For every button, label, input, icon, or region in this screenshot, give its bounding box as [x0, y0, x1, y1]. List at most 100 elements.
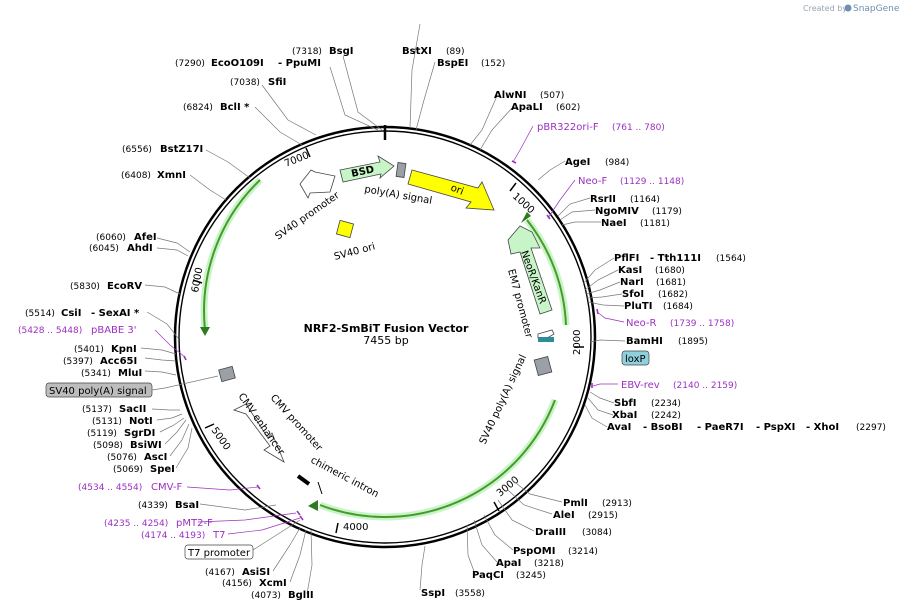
- primer-pbabe-3-range: (5428 .. 5448): [18, 326, 82, 336]
- primer-t7[interactable]: T7: [212, 530, 225, 541]
- site-bstxi[interactable]: BstXI: [402, 46, 432, 57]
- polya-feature[interactable]: [395, 162, 407, 178]
- credit-prefix: Created by: [803, 4, 847, 13]
- primer-neo-f-range: (1129 .. 1148): [620, 177, 684, 187]
- site-pspxi[interactable]: - PspXI: [756, 422, 795, 433]
- site-asisi[interactable]: AsiSI: [242, 567, 270, 578]
- site-sfoi[interactable]: SfoI: [622, 289, 644, 300]
- site-apai[interactable]: ApaI: [496, 558, 521, 569]
- site-bsai-pos: (4339): [138, 501, 168, 511]
- site-bstz17i[interactable]: BstZ17I: [160, 144, 203, 155]
- primer-cmv-f[interactable]: CMV-F: [151, 482, 182, 493]
- site-bspei[interactable]: BspEI: [437, 58, 468, 69]
- site-alei[interactable]: AleI: [553, 510, 575, 521]
- site-draiii[interactable]: DraIII: [535, 527, 566, 538]
- site-asisi-pos: (4167): [205, 568, 235, 578]
- primer-pbr322ori-f[interactable]: pBR322ori-F: [537, 122, 599, 133]
- orf-right-arrowhead: [521, 212, 531, 223]
- site-sspi-pos: (3558): [455, 589, 485, 599]
- site-sspi[interactable]: SspI: [421, 588, 445, 599]
- site-sbfi[interactable]: SbfI: [614, 398, 636, 409]
- t7-promoter-feature[interactable]: [317, 481, 323, 495]
- sv40-polya-right-label: SV40 poly(A) signal: [478, 353, 529, 446]
- site-xcmi[interactable]: XcmI: [259, 578, 287, 589]
- site-bamhi[interactable]: BamHI: [626, 336, 663, 347]
- sv40-ori-feature[interactable]: [335, 219, 355, 239]
- site-tth111i[interactable]: - Tth111I: [650, 253, 701, 264]
- cmv-enhancer-feature[interactable]: [232, 403, 285, 463]
- site-ahdi[interactable]: AhdI: [127, 243, 153, 254]
- primer-neo-r[interactable]: Neo-R: [626, 318, 657, 329]
- site-sacii[interactable]: SacII: [119, 404, 146, 415]
- site-csii[interactable]: CsiI: [61, 308, 81, 319]
- site-kpni[interactable]: KpnI: [111, 344, 137, 355]
- site-xhoi[interactable]: - XhoI: [806, 422, 839, 433]
- site-xbai[interactable]: XbaI: [612, 410, 637, 421]
- chimeric-intron-feature[interactable]: [296, 474, 311, 486]
- site-bcli[interactable]: BclI *: [220, 102, 250, 113]
- site-alwni[interactable]: AlwNI: [494, 90, 527, 101]
- ori-feature[interactable]: [407, 169, 495, 211]
- t7-promoter-label-box[interactable]: [184, 544, 254, 560]
- site-pflfi[interactable]: PflFI: [614, 253, 639, 264]
- site-sexai[interactable]: - SexAI *: [91, 308, 140, 319]
- loxp-label-box[interactable]: [621, 350, 650, 366]
- site-sbfi-pos: (2234): [651, 399, 681, 409]
- site-pluti[interactable]: PluTI: [624, 301, 652, 312]
- site-pluti-pos: (1684): [663, 302, 693, 312]
- bsd-feature[interactable]: [339, 155, 395, 183]
- site-pspomi[interactable]: PspOMI: [513, 546, 555, 557]
- site-noti[interactable]: NotI: [129, 416, 153, 427]
- site-paqci[interactable]: PaqCI: [472, 570, 504, 581]
- site-ngomiv[interactable]: NgoMIV: [595, 206, 639, 217]
- primer-pbabe-3[interactable]: pBABE 3': [91, 325, 137, 336]
- primer-ebv-rev-range: (2140 .. 2159): [673, 381, 737, 391]
- site-xcmi-pos: (4156): [222, 579, 252, 589]
- site-bsiwi-pos: (5098): [93, 441, 123, 451]
- site-spei[interactable]: SpeI: [150, 464, 175, 475]
- site-ecoo109i[interactable]: EcoO109I: [211, 58, 264, 69]
- primer-ebv-rev[interactable]: EBV-rev: [621, 380, 660, 391]
- site-bsobi[interactable]: - BsoBI: [643, 422, 682, 433]
- site-bglii[interactable]: BglII: [288, 590, 314, 601]
- site-avai[interactable]: AvaI: [607, 422, 631, 433]
- neor-kanr-feature[interactable]: [507, 225, 553, 315]
- sv40-polya-right-feature[interactable]: [533, 355, 553, 377]
- site-apali[interactable]: ApaLI: [511, 102, 543, 113]
- loxp-feature[interactable]: [538, 337, 554, 342]
- site-xmni[interactable]: XmnI: [157, 170, 186, 181]
- site-alwni-pos: (507): [540, 91, 564, 101]
- site-asci[interactable]: AscI: [144, 452, 167, 463]
- site-ahdi-pos: (6045): [89, 244, 119, 254]
- site-pmli[interactable]: PmlI: [563, 498, 588, 509]
- site-bsai[interactable]: BsaI: [175, 500, 199, 511]
- site-alei-pos: (2915): [588, 511, 618, 521]
- site-bglii-pos: (4073): [251, 591, 281, 601]
- site-paer7i[interactable]: - PaeR7I: [697, 422, 744, 433]
- primer-pbr322ori-f-range: (761 .. 780): [612, 123, 665, 133]
- site-bsiwi[interactable]: BsiWI: [130, 440, 162, 451]
- site-bsgi[interactable]: BsgI: [329, 46, 353, 57]
- site-mlui[interactable]: MluI: [118, 368, 142, 379]
- site-sfii[interactable]: SfiI: [268, 77, 286, 88]
- site-sgrdi[interactable]: SgrDI: [124, 428, 155, 439]
- site-kasi[interactable]: KasI: [618, 265, 642, 276]
- site-sacii-pos: (5137): [82, 405, 112, 415]
- credit-brand[interactable]: SnapGene: [853, 4, 900, 14]
- site-rsrii-pos: (1164): [630, 195, 660, 205]
- site-ppumi[interactable]: - PpuMI: [278, 58, 321, 69]
- site-naei[interactable]: NaeI: [601, 218, 627, 229]
- site-ecorv-pos: (5830): [70, 282, 100, 292]
- site-ecorv[interactable]: EcoRV: [107, 281, 142, 292]
- primer-neo-f[interactable]: Neo-F: [578, 176, 608, 187]
- sv40-polya-left-feature[interactable]: [218, 365, 236, 383]
- site-agei[interactable]: AgeI: [565, 157, 590, 168]
- site-rsrii[interactable]: RsrII: [590, 194, 616, 205]
- primer-leader-lines: [154, 125, 625, 535]
- site-nari[interactable]: NarI: [620, 277, 644, 288]
- sv40-promoter-feature[interactable]: [299, 169, 336, 199]
- site-acc65i[interactable]: Acc65I: [100, 356, 137, 367]
- site-afei[interactable]: AfeI: [134, 232, 157, 243]
- primer-pmt2-f[interactable]: pMT2-F: [176, 518, 213, 529]
